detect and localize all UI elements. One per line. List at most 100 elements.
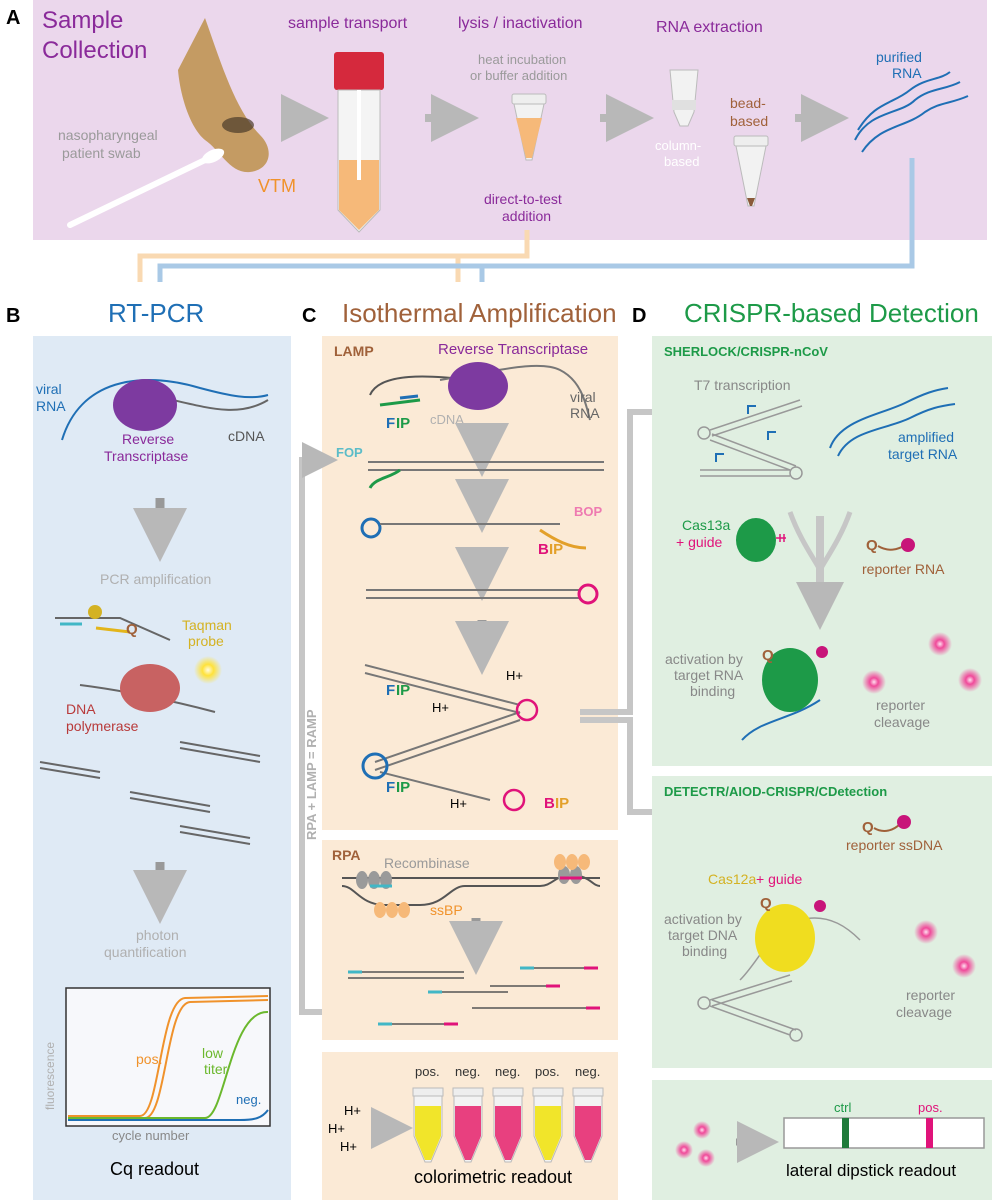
tube-liquid-negative	[575, 1106, 601, 1160]
lamp-h-3: H+	[450, 796, 467, 811]
tube-cap	[572, 1087, 604, 1097]
detectr-cleave-label: reporter	[906, 987, 955, 1003]
colorimetric-readout-label: colorimetric readout	[414, 1167, 572, 1187]
promoter-1	[747, 405, 756, 414]
cas13-label: Cas13a	[682, 517, 730, 533]
dipstick-strip	[783, 1117, 985, 1149]
sherlock-act-label: activation by	[665, 651, 743, 667]
nostril	[222, 117, 254, 133]
panel-b-title: RT-PCR	[108, 298, 204, 328]
promoter-2	[767, 431, 776, 440]
quencher-label: Q	[126, 621, 138, 638]
viral-rna-strand	[61, 378, 269, 441]
dipstick-pos-label: pos.	[918, 1100, 943, 1115]
lamp-fip2-ip: IP	[396, 682, 410, 699]
vtm-liquid	[339, 160, 379, 230]
ssbp-label: ssBP	[430, 902, 463, 918]
rpa-product-tags	[348, 966, 600, 1026]
bead-tube-cap	[733, 135, 769, 147]
detectr-label: DETECTR/AIOD-CRISPR/CDetection	[664, 784, 887, 799]
pos-curve-1	[68, 995, 269, 1117]
cq-readout-label: Cq readout	[110, 1159, 199, 1179]
lamp-bip2-ip: IP	[555, 795, 569, 812]
tube-label: neg.	[575, 1064, 600, 1079]
detectr-q-2: Q	[760, 895, 772, 912]
beads	[747, 198, 755, 206]
t7-label: T7 transcription	[694, 377, 790, 393]
reverse-transcriptase-blob	[113, 379, 177, 431]
cas13-blob	[736, 518, 776, 562]
target-rna-bound	[741, 699, 821, 741]
vtm-label: VTM	[258, 176, 296, 196]
viral-rna-label-2: RNA	[36, 398, 66, 414]
lamp-cdna-label: cDNA	[430, 412, 464, 427]
reporter-fluor-2	[816, 646, 828, 658]
swab-tip	[201, 148, 225, 164]
direct-label: direct-to-test	[484, 191, 562, 207]
cdna-label: cDNA	[228, 428, 265, 444]
connector-direct-to-b	[137, 230, 530, 282]
recombinase-label: Recombinase	[384, 855, 470, 871]
heat-label: heat incubation	[478, 52, 566, 67]
detectr-glow-1	[914, 920, 938, 944]
low-titer-label: low	[202, 1045, 224, 1061]
lamp-cycle-loop-3	[361, 752, 389, 780]
extraction-label: RNA extraction	[656, 19, 763, 36]
cleaved-glow-1	[862, 670, 886, 694]
sherlock-act-label-2: target RNA	[674, 667, 744, 683]
swab-label-2: patient swab	[62, 145, 141, 161]
lamp-fip3-f: F	[386, 779, 395, 796]
bead-label: bead-	[730, 95, 766, 111]
detectr-glow-2	[952, 954, 976, 978]
amplified-label-2: target RNA	[888, 446, 958, 462]
tube-label: pos.	[535, 1064, 560, 1079]
lamp-h-2: H+	[432, 700, 449, 715]
lamp-fip2-f: F	[386, 682, 395, 699]
rna-strand-3	[857, 71, 951, 131]
tube-cap	[452, 1087, 484, 1097]
panel-a-letter: A	[6, 7, 20, 29]
target-dna-template	[697, 974, 803, 1042]
lysis-tube-cap	[511, 93, 547, 105]
colorimetric-tubes: pos.neg.neg.pos.neg.	[412, 1064, 604, 1163]
viral-rna-label: viral	[36, 381, 62, 397]
lamp-h-1: H+	[506, 668, 523, 683]
arrow-d1-merge	[787, 511, 853, 576]
tube-cap	[492, 1087, 524, 1097]
pos-label: pos.	[136, 1051, 162, 1067]
tube-cap	[532, 1087, 564, 1097]
tube-liquid-negative	[495, 1106, 521, 1160]
heat-label-2: or buffer addition	[470, 68, 567, 83]
detectr-box	[652, 776, 992, 1068]
dip-glow-3	[697, 1149, 715, 1167]
panel-d-letter: D	[632, 305, 646, 327]
tube-liquid-positive	[535, 1106, 561, 1160]
t7-dna-template	[697, 399, 803, 480]
cq-ylabel: fluorescence	[43, 1042, 57, 1110]
cas12-active-blob	[755, 904, 815, 972]
detectr-q: Q	[862, 819, 874, 836]
amplified-label: amplified	[898, 429, 954, 445]
color-h-2: H+	[328, 1121, 345, 1136]
detectr-act-label: activation by	[664, 911, 742, 927]
sherlock-act-label-3: binding	[690, 683, 735, 699]
dipstick-pos-line	[926, 1118, 933, 1148]
lamp-loop-left	[360, 517, 382, 539]
bead-label-2: based	[730, 113, 768, 129]
lamp-rt-label: Reverse Transcriptase	[438, 341, 588, 358]
panel-c-title: Isothermal Amplification	[342, 298, 617, 328]
dipstick-ctrl-label: ctrl	[834, 1100, 851, 1115]
color-h-3: H+	[340, 1139, 357, 1154]
taqman-probe-strand	[95, 626, 131, 634]
cq-xlabel: cycle number	[112, 1128, 190, 1143]
lamp-fip-f: F	[386, 415, 395, 432]
lamp-step2-fip	[368, 468, 401, 489]
panel-a-title-2: Collection	[42, 37, 147, 64]
taqman-template	[55, 617, 171, 641]
vtm-tube-cap	[334, 52, 384, 90]
cas13-guide-label: + guide	[676, 534, 723, 550]
sherlock-q: Q	[866, 537, 878, 554]
tube-label: neg.	[455, 1064, 480, 1079]
rna-strand-2	[861, 95, 969, 153]
reporter-ssdna-fluor-2	[814, 900, 826, 912]
